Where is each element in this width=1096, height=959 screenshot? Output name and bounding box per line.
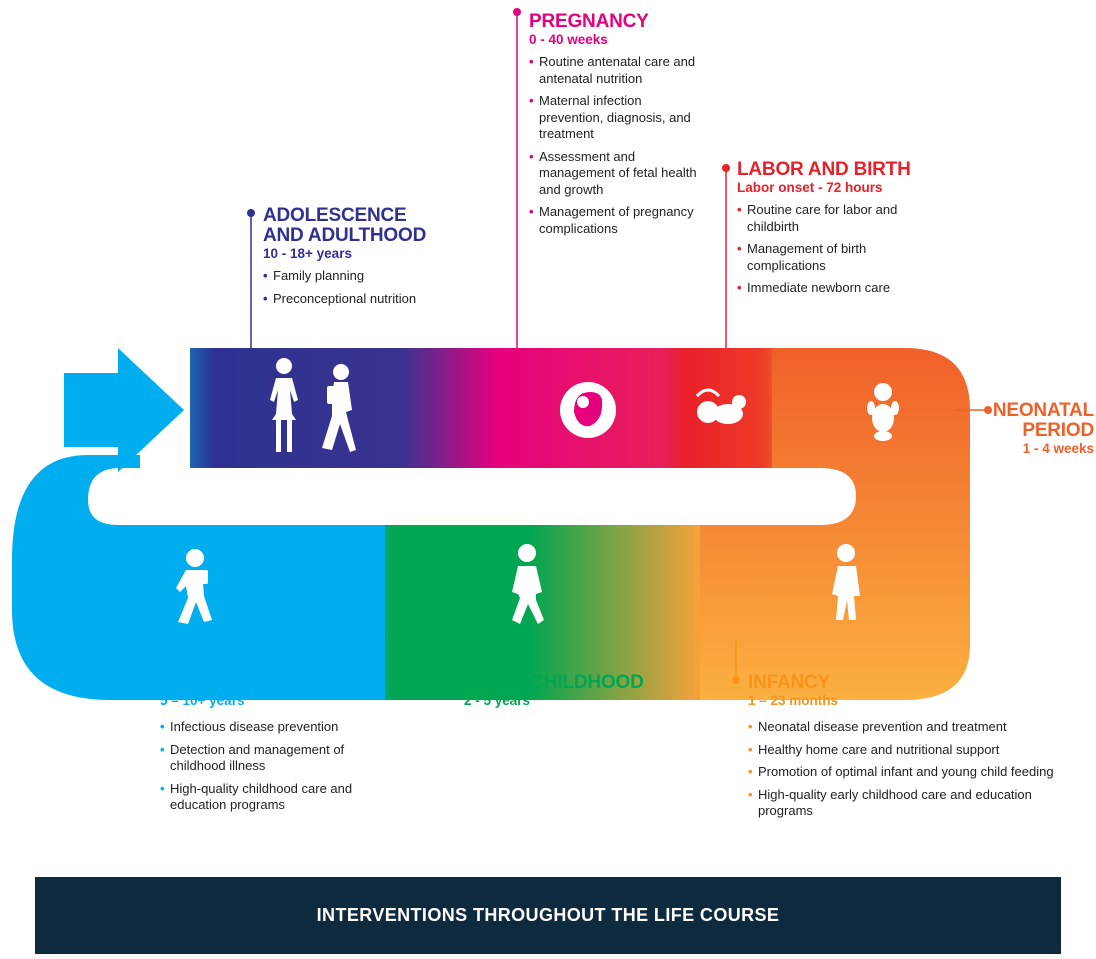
list-item: Promotion of optimal infant and young ch… [748,764,1078,781]
list-item: Neonatal disease prevention and treatmen… [748,719,1078,736]
adolescent-boy-icon [322,364,356,452]
newborn-icon [695,388,746,424]
intervention-list: Routine care for labor and childbirth Ma… [737,202,912,297]
list-item: Maternal infection prevention, diagnosis… [529,93,699,143]
stage-title: NEONATAL [992,400,1094,421]
stage-title: INFANCY [748,672,830,693]
list-item: Management of pregnancy complications [529,204,699,237]
cycle-arrow [64,348,184,472]
stage-title: ADOLESCENCE [263,205,407,226]
stage-labor-birth: LABOR AND BIRTH Labor onset - 72 hours R… [737,160,912,303]
list-item: High-quality early childhood care and ed… [748,787,1078,820]
stage-subtitle: 2 - 5 years [464,693,531,708]
intervention-list: Family planning Preconceptional nutritio… [263,268,426,307]
adolescent-girl-icon [270,358,298,452]
leader-lines [145,8,992,684]
school-child-icon [176,549,212,624]
stage-infancy: INFANCY 1 – 23 months Neonatal disease p… [748,673,1078,826]
list-item: High-quality childhood care and educatio… [160,781,390,814]
intervention-list: Routine antenatal care and antenatal nut… [529,54,699,237]
list-item: Healthy home care and nutritional suppor… [748,742,1078,759]
stage-title: LABOR AND BIRTH [737,159,911,180]
list-item: Family planning [263,268,426,285]
stage-school-age: SCHOOL AGE 5 – 10+ years Infectious dise… [160,673,390,820]
stage-subtitle: 10 - 18+ years [263,246,352,261]
list-item: Routine antenatal care and antenatal nut… [529,54,699,87]
intervention-list: Neonatal disease prevention and treatmen… [748,719,1078,820]
young-child-icon [512,544,544,624]
list-item: Infectious disease prevention [160,719,390,736]
intervention-list: Infectious disease prevention Detection … [160,719,390,814]
list-item: Routine care for labor and childbirth [737,202,912,235]
fetus-icon [560,382,616,438]
band-bottom [385,525,715,700]
life-course-diagram [12,8,992,700]
stage-subtitle: 0 - 40 weeks [529,32,608,47]
stage-title: EARLY CHILDHOOD [464,672,644,693]
list-item: Preconceptional nutrition [263,291,426,308]
stage-subtitle: Labor onset - 72 hours [737,180,883,195]
list-item: Detection and management of childhood il… [160,742,390,775]
stage-neonatal: NEONATAL PERIOD 1 - 4 weeks [960,401,1094,463]
list-item: Assessment and management of fetal healt… [529,149,699,199]
band-right-curve [700,348,970,700]
toddler-icon [832,544,860,620]
footer-title: INTERVENTIONS THROUGHOUT THE LIFE COURSE [316,905,780,925]
stage-pregnancy: PREGNANCY 0 - 40 weeks Routine antenatal… [529,12,699,243]
footer-banner: INTERVENTIONS THROUGHOUT THE LIFE COURSE [35,877,1061,954]
stage-subtitle: 5 – 10+ years [160,693,245,708]
stage-adolescence: ADOLESCENCE AND ADULTHOOD 10 - 18+ years… [263,206,426,313]
stage-title-line2: AND ADULTHOOD [263,225,427,246]
list-item: Immediate newborn care [737,280,912,297]
neonate-icon [867,383,899,441]
stage-subtitle: 1 - 4 weeks [1022,441,1094,456]
list-item: Management of birth complications [737,241,912,274]
stage-subtitle: 1 – 23 months [748,693,839,708]
stage-title: PREGNANCY [529,11,649,32]
stage-title-line2: PERIOD [1022,420,1094,441]
stage-early-childhood: EARLY CHILDHOOD 2 - 5 years [464,673,644,715]
stage-title: SCHOOL AGE [160,672,285,693]
